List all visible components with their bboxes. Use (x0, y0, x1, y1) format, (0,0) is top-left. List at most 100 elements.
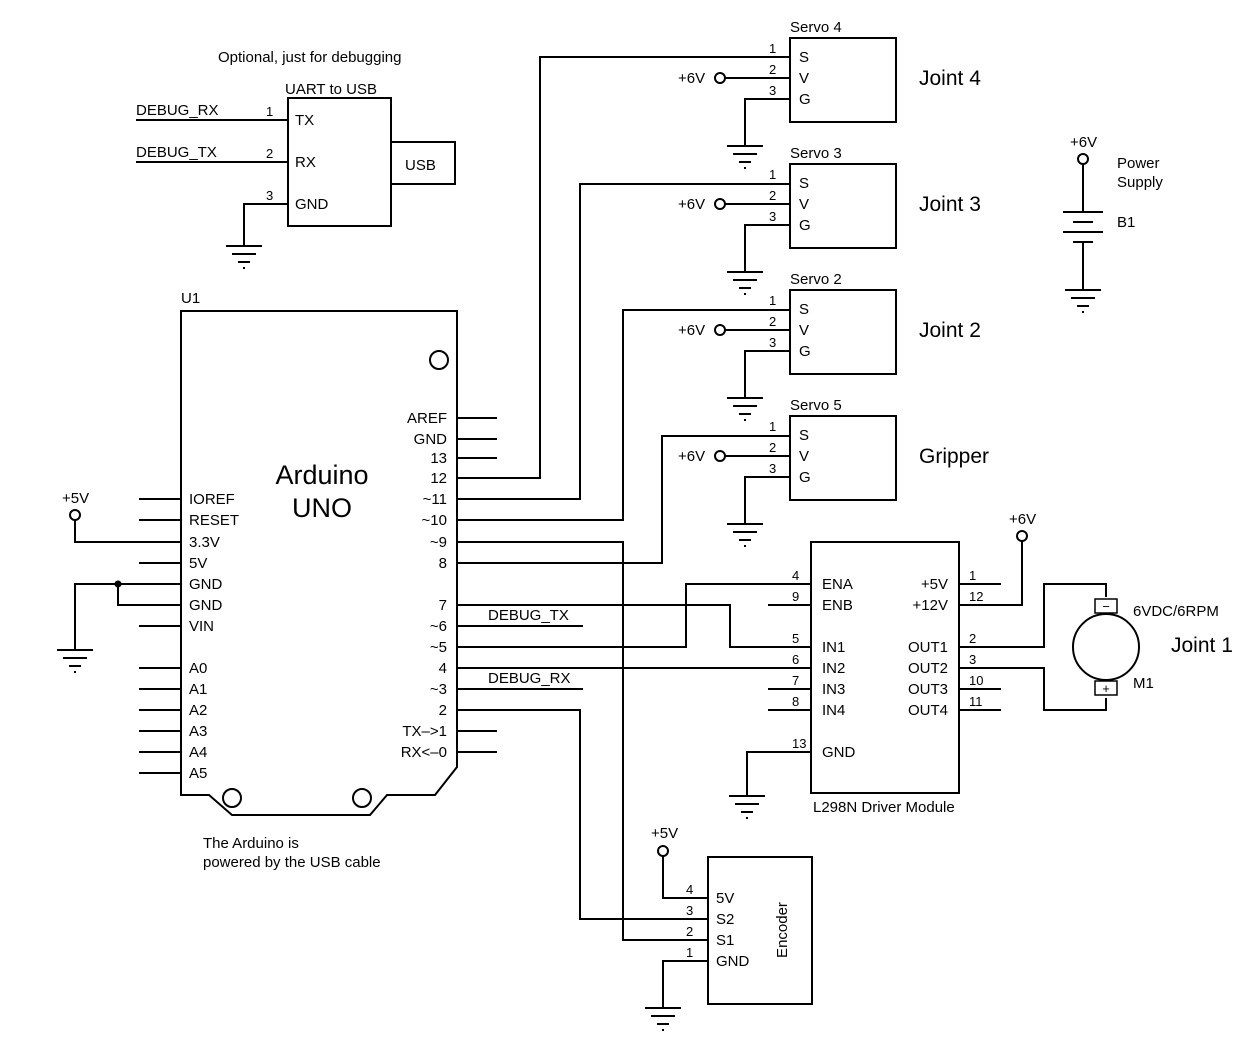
uart-pin-gnd: GND (295, 196, 329, 213)
servo-pin-label: G (799, 343, 811, 360)
wire-pin9-encoder-s1 (457, 541, 708, 941)
driver-gnd-wire (746, 751, 811, 796)
arduino-right-pin-label: 2 (439, 702, 447, 719)
servo-gnd-wire (744, 98, 790, 146)
arduino-left-pin-label: 3.3V (189, 534, 220, 551)
driver-supply-label: +6V (1009, 511, 1036, 528)
driver-pins: ENA4ENB9IN15IN26IN37IN48GND13+5V1+12V12O… (768, 568, 1001, 761)
driver-left-pin-label: ENA (822, 576, 853, 593)
supply-terminal (1077, 153, 1089, 165)
servo-pin-number: 3 (769, 461, 776, 476)
wire-pin10-servo2 (457, 309, 790, 521)
servo-body (789, 415, 897, 501)
servo-supply-label: +6V (678, 322, 705, 339)
encoder-pin-number: 4 (686, 882, 693, 897)
driver-left-pin-number: 7 (792, 673, 799, 688)
servo-joint-label: Joint 4 (919, 67, 981, 90)
servo-pin-label: V (799, 322, 809, 339)
battery-ref: B1 (1117, 214, 1135, 231)
arduino-right-pin-label: 13 (430, 450, 447, 467)
arduino-left-pin-label: GND (189, 576, 223, 593)
servo-pin-number: 1 (769, 293, 776, 308)
encoder-gnd-wire (662, 960, 708, 1008)
power-note-line2: powered by the USB cable (203, 854, 381, 871)
ground-symbol (1065, 289, 1101, 313)
encoder-pin-number: 1 (686, 945, 693, 960)
arduino-right-pin-label: AREF (407, 410, 447, 427)
driver-left-pin-number: 4 (792, 568, 799, 583)
driver-left-pin-number: 5 (792, 631, 799, 646)
servo-pin-label: S (799, 49, 809, 66)
driver-left-pin-number: 8 (792, 694, 799, 709)
driver-right-pin-label: OUT4 (908, 702, 948, 719)
driver-left-pin-number: 13 (792, 736, 806, 751)
driver-right-pin-number: 11 (969, 694, 983, 709)
servo-joint-label: Gripper (919, 445, 989, 468)
arduino-left-pin-label: RESET (189, 512, 239, 529)
arduino-left-pin-label: A4 (189, 744, 207, 761)
servo-pin-number: 1 (769, 167, 776, 182)
servo-pin-number: 1 (769, 41, 776, 56)
net-label-debug-tx: DEBUG_TX (488, 607, 569, 624)
driver-left-pin-label: ENB (822, 597, 853, 614)
arduino-supply-label: +5V (62, 490, 89, 507)
servo-pin-number: 3 (769, 83, 776, 98)
ground-symbol (727, 397, 763, 421)
servo-name: Servo 4 (790, 19, 842, 36)
arduino-name-line1: Arduino (275, 460, 368, 490)
arduino-left-pin-label: GND (189, 597, 223, 614)
arduino-left-pin-label: A3 (189, 723, 207, 740)
driver-left-pin-label: GND (822, 744, 856, 761)
servo-pin-label: S (799, 427, 809, 444)
wire-pin12-servo4 (457, 56, 790, 479)
power-note-line1: The Arduino is (203, 835, 299, 852)
uart-pin-num-1: 1 (266, 104, 273, 119)
l298n-driver: L298N Driver Module ENA4ENB9IN15IN26IN37… (729, 511, 1036, 819)
motor-terminal-minus (1094, 598, 1118, 614)
uart-pin-tx: TX (295, 112, 314, 129)
driver-left-pin-label: IN1 (822, 639, 845, 656)
mounting-hole (222, 788, 242, 808)
wire-pin2-encoder-s2 (457, 709, 708, 920)
servo-pin-number: 2 (769, 314, 776, 329)
servo-supply-label: +6V (678, 196, 705, 213)
arduino-left-pin-label: 5V (189, 555, 207, 572)
motor-wire-out1 (959, 583, 1107, 648)
servo-supply-label: +6V (678, 70, 705, 87)
ps-label-power: Power (1117, 155, 1160, 172)
arduino-ref: U1 (181, 290, 200, 307)
arduino-right-pin-label: 8 (439, 555, 447, 572)
servo-pin-number: 2 (769, 188, 776, 203)
arduino-left-pin-label: IOREF (189, 491, 235, 508)
debug-note: Optional, just for debugging (218, 49, 401, 66)
encoder-title: Encoder (774, 902, 791, 958)
arduino-right-pin-label: RX<–0 (401, 744, 447, 761)
ground-symbol (727, 145, 763, 169)
ground-symbol (226, 245, 262, 269)
motor-wire-out2 (959, 667, 1107, 711)
encoder-pin-number: 2 (686, 924, 693, 939)
arduino-right-pin-label: ~9 (430, 534, 447, 551)
driver-left-pin-number: 6 (792, 652, 799, 667)
arduino-left-pin-label: A2 (189, 702, 207, 719)
power-supply: +6V Power Supply B1 (1063, 134, 1163, 313)
wire-pin11-servo3 (457, 183, 790, 500)
uart-body (287, 97, 392, 227)
supply-terminal (657, 845, 669, 857)
arduino-left-pin-label: VIN (189, 618, 214, 635)
driver-right-pin-label: OUT2 (908, 660, 948, 677)
ps-label-supply: Supply (1117, 174, 1163, 191)
supply-terminal (1016, 530, 1028, 542)
wire-pin7-in1 (457, 604, 811, 648)
battery-symbol (1063, 211, 1103, 243)
servo-pin-label: S (799, 301, 809, 318)
usb-label: USB (405, 157, 436, 174)
uart-net-debug-rx: DEBUG_RX (136, 102, 219, 119)
ps-supply-label: +6V (1070, 134, 1097, 151)
